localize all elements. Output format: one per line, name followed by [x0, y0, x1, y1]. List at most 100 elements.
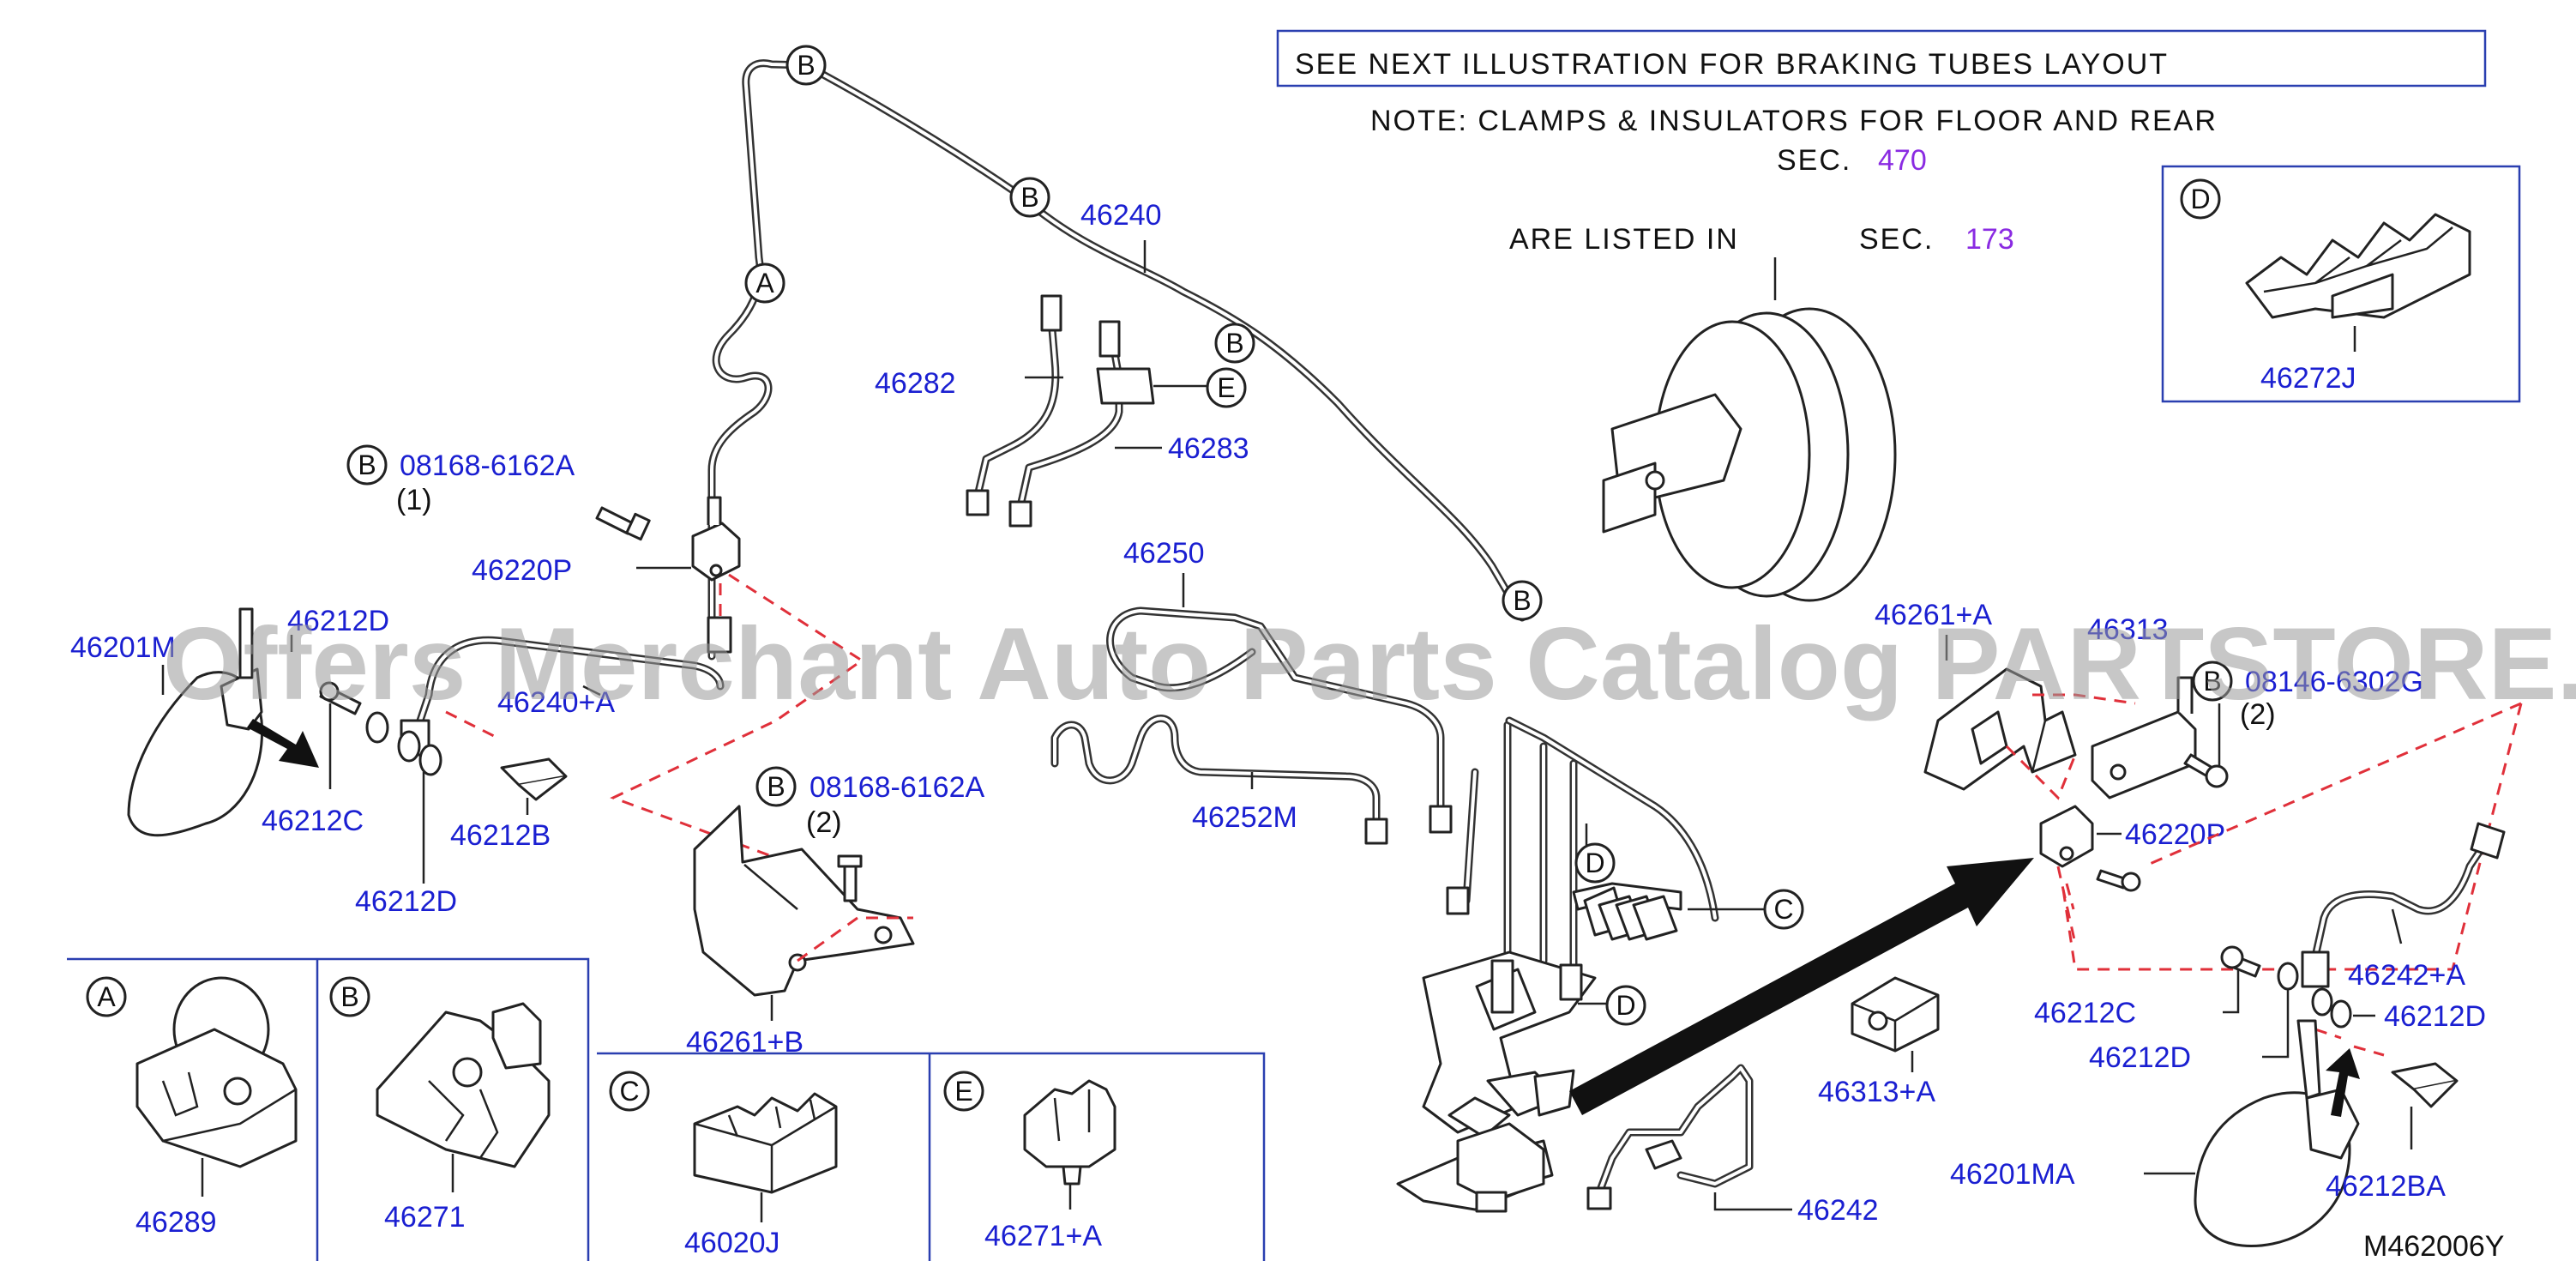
label-46220p-right[interactable]: 46220P — [2125, 818, 2225, 851]
clip-46212b — [500, 757, 568, 801]
label-46289[interactable]: 46289 — [135, 1206, 217, 1239]
label-46250[interactable]: 46250 — [1123, 537, 1205, 570]
label-46212d-bottom-left[interactable]: 46212D — [355, 885, 457, 918]
label-46240[interactable]: 46240 — [1080, 199, 1162, 232]
label-46242a[interactable]: 46242+A — [2348, 959, 2465, 992]
svg-text:B: B — [1513, 585, 1531, 616]
callout-e-panel[interactable]: E — [943, 1071, 984, 1112]
label-46313-partial[interactable]: 46313 — [2087, 613, 2169, 646]
label-46212d-top-left[interactable]: 46212D — [287, 605, 389, 637]
note-box — [1276, 29, 2487, 87]
label-46282[interactable]: 46282 — [875, 367, 956, 400]
label-46271a[interactable]: 46271+A — [984, 1220, 1102, 1252]
arrow-center-black — [1569, 858, 2034, 1115]
svg-text:B: B — [767, 771, 785, 802]
callout-e-1[interactable]: E — [1206, 367, 1247, 408]
callout-a-1[interactable]: A — [744, 262, 785, 304]
callout-a-panel[interactable]: A — [86, 976, 127, 1017]
note-sec-label-1: SEC. — [1777, 144, 1851, 177]
note-sec-number-173[interactable]: 173 — [1965, 223, 2014, 256]
svg-text:B: B — [1020, 182, 1038, 213]
svg-text:E: E — [1217, 372, 1235, 403]
callout-b-2[interactable]: B — [1009, 177, 1050, 218]
washer-right-2 — [2311, 987, 2333, 1017]
label-46220p-left[interactable]: 46220P — [472, 554, 572, 587]
watermark: Offers Merchant Auto Parts Catalog PARTS… — [163, 606, 2576, 721]
detail-panels-ab — [67, 957, 590, 1261]
svg-text:D: D — [2190, 184, 2210, 214]
callout-c-1[interactable]: C — [1763, 889, 1804, 930]
callout-b-3[interactable]: B — [1214, 323, 1255, 364]
washer-right-1 — [2277, 962, 2299, 991]
label-46212d-right-upper[interactable]: 46212D — [2384, 1000, 2486, 1033]
brake-booster — [1602, 307, 1897, 602]
label-46201ma[interactable]: 46201MA — [1950, 1158, 2075, 1191]
label-46313a[interactable]: 46313+A — [1818, 1076, 1935, 1108]
clip-46271a — [1023, 1079, 1116, 1186]
svg-text:B: B — [358, 449, 376, 480]
abs-actuator-assembly — [1396, 716, 1719, 1213]
svg-text:D: D — [1616, 990, 1635, 1021]
clip-46272j — [2245, 213, 2471, 319]
note-are-listed: ARE LISTED IN — [1509, 223, 1739, 256]
label-46261a[interactable]: 46261+A — [1875, 599, 1992, 631]
svg-text:D: D — [1585, 848, 1604, 878]
svg-text:B: B — [797, 50, 815, 81]
label-08168-6162a-lower[interactable]: 08168-6162A — [810, 771, 985, 804]
arrow-right-black — [2326, 1048, 2360, 1117]
block-46313a — [1851, 976, 1940, 1053]
bolt-08168-upper — [595, 506, 651, 541]
label-46020j[interactable]: 46020J — [684, 1227, 780, 1259]
callout-c-panel[interactable]: C — [609, 1071, 650, 1112]
label-46252m[interactable]: 46252M — [1192, 801, 1297, 834]
bolt-08168-lower — [837, 854, 863, 902]
label-46242[interactable]: 46242 — [1797, 1194, 1879, 1227]
label-46272j[interactable]: 46272J — [2260, 362, 2356, 395]
callout-d-2[interactable]: D — [1605, 985, 1646, 1026]
svg-text:B: B — [2203, 666, 2221, 697]
connector-46220p-right — [2039, 805, 2094, 868]
label-46212ba[interactable]: 46212BA — [2326, 1170, 2446, 1203]
label-08168-6162a-upper[interactable]: 08168-6162A — [400, 449, 575, 482]
label-46283[interactable]: 46283 — [1168, 432, 1249, 465]
arrow-left-black — [247, 719, 319, 768]
bolt-46212c-right — [2220, 945, 2261, 978]
brake-caliper-46201ma — [2194, 1019, 2360, 1248]
note-sec-label-2: SEC. — [1859, 223, 1934, 256]
washer-1 — [365, 711, 389, 744]
label-46201m[interactable]: 46201M — [70, 631, 176, 664]
valve-46313 — [2091, 676, 2197, 799]
callout-b-panel[interactable]: B — [329, 976, 370, 1017]
callout-d-box[interactable]: D — [2180, 178, 2221, 220]
label-46212c-right[interactable]: 46212C — [2034, 997, 2136, 1029]
clip-46289 — [135, 976, 298, 1168]
callout-b-bolt-right[interactable]: B — [2192, 661, 2233, 702]
label-46212b[interactable]: 46212B — [450, 819, 551, 852]
svg-text:C: C — [619, 1076, 639, 1107]
clip-e-on-tube — [1096, 367, 1155, 405]
clip-46020j — [693, 1092, 838, 1194]
brake-caliper-46201m — [127, 607, 264, 837]
note-sec-number-470[interactable]: 470 — [1878, 144, 1927, 177]
qty-2-mid: (2) — [806, 806, 842, 839]
qty-2-right: (2) — [2240, 698, 2276, 731]
label-46212c-left[interactable]: 46212C — [262, 805, 364, 837]
callout-b-bolt-mid[interactable]: B — [755, 766, 797, 807]
label-08146-partial[interactable]: 08146-6302G — [2245, 666, 2423, 698]
bolt-08146 — [2183, 753, 2229, 788]
svg-text:E: E — [954, 1076, 972, 1107]
washer-2 — [397, 730, 421, 763]
note-see-next: SEE NEXT ILLUSTRATION FOR BRAKING TUBES … — [1295, 48, 2169, 81]
label-46240a[interactable]: 46240+A — [497, 686, 615, 719]
svg-text:C: C — [1773, 894, 1793, 925]
svg-text:A: A — [97, 981, 116, 1012]
label-46271[interactable]: 46271 — [384, 1201, 466, 1234]
callout-d-1[interactable]: D — [1574, 842, 1616, 884]
qty-1: (1) — [396, 484, 432, 516]
callout-b-1[interactable]: B — [785, 45, 827, 86]
label-46212d-right-lower[interactable]: 46212D — [2089, 1041, 2191, 1074]
callout-b-4[interactable]: B — [1502, 580, 1543, 621]
callout-b-bolt-left[interactable]: B — [346, 444, 388, 486]
washer-right-3 — [2330, 999, 2352, 1029]
